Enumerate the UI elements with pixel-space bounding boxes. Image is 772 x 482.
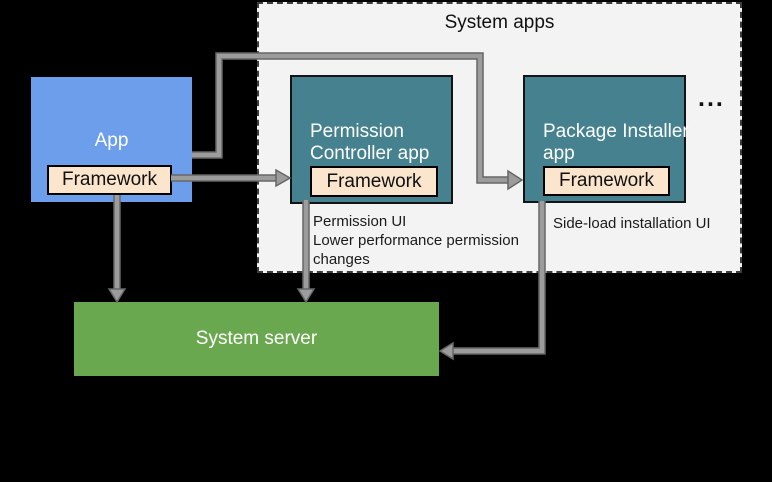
permission-controller-label-line1: Permission — [310, 121, 404, 142]
app-label: App — [94, 130, 129, 151]
package-installer-label: Package Installer app — [543, 121, 689, 165]
permission-controller-framework-label: Framework — [326, 170, 422, 192]
arrow-app-framework-to-system-server — [107, 195, 127, 304]
package-installer-caption: Side-load installation UI — [553, 215, 711, 232]
permission-controller-label: Permission Controller app — [310, 121, 429, 165]
package-installer-framework-chip: Framework — [543, 166, 670, 196]
permission-controller-caption-line3: changes — [313, 251, 370, 268]
permission-controller-box: Permission Controller app Framework — [290, 75, 453, 204]
system-server-label: System server — [195, 328, 318, 349]
permission-controller-caption: Permission UI Lower performance permissi… — [313, 212, 519, 269]
package-installer-box: Package Installer app Framework — [523, 75, 689, 203]
package-installer-label-line1: Package Installer — [543, 121, 689, 142]
system-apps-title: System apps — [444, 12, 555, 33]
permission-controller-caption-line2: Lower performance permission — [313, 232, 519, 249]
app-framework-label: Framework — [61, 169, 157, 190]
permission-controller-framework-chip: Framework — [310, 166, 438, 197]
permission-controller-label-line2: Controller app — [310, 143, 430, 164]
permission-controller-caption-line1: Permission UI — [313, 213, 407, 230]
app-box: App Framework — [31, 77, 192, 202]
more-apps-ellipsis: ... — [698, 84, 725, 112]
package-installer-label-line2: app — [543, 143, 575, 164]
package-installer-framework-label: Framework — [558, 170, 654, 191]
app-framework-chip: Framework — [47, 165, 172, 195]
system-server-box: System server — [74, 302, 439, 376]
